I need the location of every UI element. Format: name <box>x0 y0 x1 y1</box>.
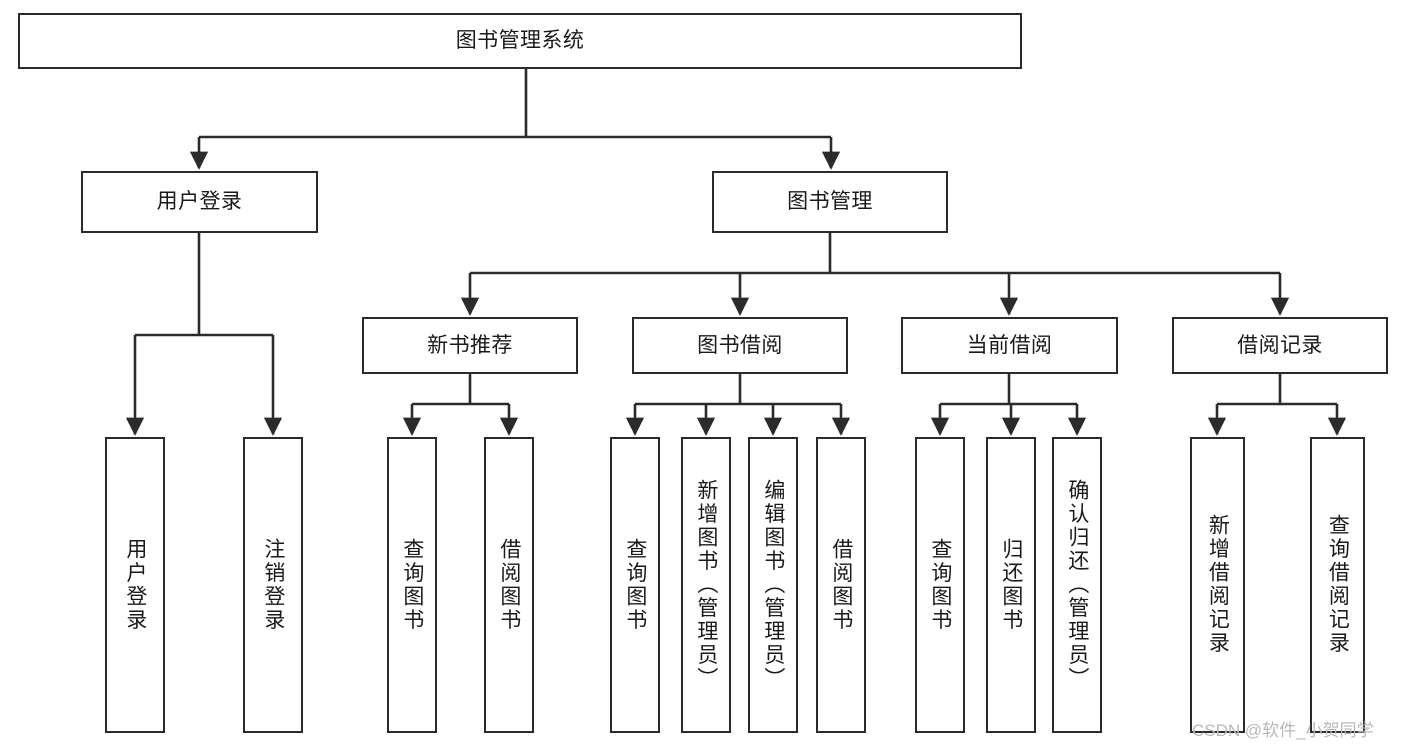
leaf-query-borrow-record[interactable]: 查询借阅记录 <box>1310 437 1365 733</box>
node-book-borrow-label: 图书借阅 <box>697 333 783 357</box>
leaf-logout-label: 注销登录 <box>261 537 285 633</box>
leaf-lend-book-label: 借阅图书 <box>829 537 853 633</box>
node-borrow-records-label: 借阅记录 <box>1237 333 1323 357</box>
leaf-confirm-return-admin[interactable]: 确认归还（管理员） <box>1052 437 1102 733</box>
leaf-query-borrow-record-label: 查询借阅记录 <box>1326 514 1350 656</box>
leaf-user-login[interactable]: 用户登录 <box>105 437 165 733</box>
leaf-user-login-label: 用户登录 <box>123 537 147 633</box>
leaf-add-borrow-record-label: 新增借阅记录 <box>1206 514 1230 656</box>
node-root-label: 图书管理系统 <box>455 29 585 53</box>
leaf-return-book[interactable]: 归还图书 <box>986 437 1036 733</box>
node-user-login-label: 用户登录 <box>156 190 243 214</box>
leaf-borrow-book-newbook[interactable]: 借阅图书 <box>484 437 534 733</box>
leaf-edit-book-admin[interactable]: 编辑图书（管理员） <box>748 437 798 733</box>
node-book-management[interactable]: 图书管理 <box>712 171 948 233</box>
node-borrow-records[interactable]: 借阅记录 <box>1172 317 1388 374</box>
leaf-query-book-current[interactable]: 查询图书 <box>915 437 965 733</box>
leaf-add-book-admin[interactable]: 新增图书（管理员） <box>681 437 731 733</box>
leaf-add-borrow-record[interactable]: 新增借阅记录 <box>1190 437 1245 733</box>
node-new-book-recommend-label: 新书推荐 <box>427 333 513 357</box>
leaf-add-book-admin-label: 新增图书（管理员） <box>694 479 718 691</box>
node-current-borrow[interactable]: 当前借阅 <box>901 317 1118 374</box>
leaf-logout[interactable]: 注销登录 <box>243 437 303 733</box>
leaf-return-book-label: 归还图书 <box>999 537 1023 633</box>
leaf-borrow-book-newbook-label: 借阅图书 <box>497 537 521 633</box>
leaf-confirm-return-admin-label: 确认归还（管理员） <box>1065 479 1089 691</box>
node-root[interactable]: 图书管理系统 <box>18 13 1022 69</box>
node-book-borrow[interactable]: 图书借阅 <box>632 317 848 374</box>
leaf-query-book-borrow-label: 查询图书 <box>623 537 647 633</box>
leaf-edit-book-admin-label: 编辑图书（管理员） <box>761 479 785 691</box>
leaf-lend-book[interactable]: 借阅图书 <box>816 437 866 733</box>
csdn-watermark: CSDN @软件_小贺同学 <box>1192 721 1374 740</box>
leaf-query-book-newbook-label: 查询图书 <box>400 537 424 633</box>
leaf-query-book-current-label: 查询图书 <box>928 537 952 633</box>
node-book-management-label: 图书管理 <box>787 190 873 214</box>
node-user-login[interactable]: 用户登录 <box>81 171 318 233</box>
node-current-borrow-label: 当前借阅 <box>966 333 1053 357</box>
node-new-book-recommend[interactable]: 新书推荐 <box>362 317 578 374</box>
leaf-query-book-borrow[interactable]: 查询图书 <box>610 437 660 733</box>
leaf-query-book-newbook[interactable]: 查询图书 <box>387 437 437 733</box>
